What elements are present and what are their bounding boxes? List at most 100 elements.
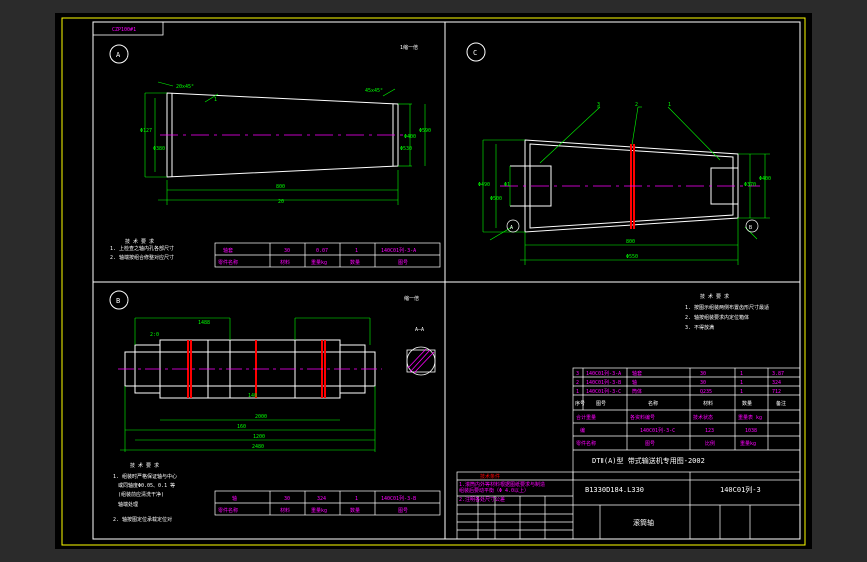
svg-text:材料: 材料	[280, 507, 290, 514]
notes-c-title: 技 术 要 求	[700, 293, 729, 300]
svg-text:Φ370: Φ370	[744, 182, 756, 188]
svg-text:30: 30	[284, 248, 290, 254]
svg-text:轴套: 轴套	[223, 247, 233, 254]
svg-text:2.注明各处尺寸公差: 2.注明各处尺寸公差	[459, 496, 505, 503]
svg-text:20x45°: 20x45°	[176, 84, 194, 90]
svg-text:1: 1	[214, 97, 217, 103]
svg-text:数量: 数量	[350, 259, 360, 266]
svg-text:2480: 2480	[252, 444, 264, 450]
view-b-letter: B	[116, 297, 120, 305]
svg-text:Φ1: Φ1	[504, 182, 510, 188]
svg-text:名称: 名称	[648, 400, 658, 407]
view-a-marker	[109, 44, 129, 64]
svg-text:1038: 1038	[745, 428, 757, 434]
svg-text:1: 1	[355, 496, 358, 502]
svg-text:2. 轴按图定位承载定位对: 2. 轴按图定位承载定位对	[113, 516, 172, 523]
svg-text:1: 1	[576, 389, 579, 395]
svg-text:序号: 序号	[575, 400, 585, 407]
svg-text:1200: 1200	[253, 434, 265, 440]
view-c-letter: C	[473, 49, 477, 57]
svg-text:各资料编号: 各资料编号	[630, 414, 655, 421]
svg-text:123: 123	[705, 428, 714, 434]
svg-text:图号: 图号	[645, 441, 655, 447]
svg-text:140C01列-3-C: 140C01列-3-C	[586, 388, 621, 395]
svg-text:1: 1	[355, 248, 358, 254]
svg-text:1: 1	[740, 380, 743, 386]
svg-text:Φ400: Φ400	[759, 176, 771, 182]
svg-text:3: 3	[597, 102, 600, 108]
svg-text:B: B	[749, 225, 752, 231]
svg-text:技术条件: 技术条件	[480, 473, 500, 480]
inner-frame	[92, 21, 801, 540]
svg-text:轴端处理: 轴端处理	[118, 501, 138, 508]
svg-text:Q235: Q235	[700, 389, 712, 395]
svg-text:45x45°: 45x45°	[365, 88, 383, 94]
svg-text:3. 不得放满: 3. 不得放满	[685, 324, 714, 331]
svg-text:轴套: 轴套	[632, 370, 642, 377]
svg-text:数量: 数量	[742, 400, 752, 407]
svg-text:3.87: 3.87	[772, 371, 784, 377]
svg-text:重量kg: 重量kg	[740, 440, 756, 447]
main-title: DTⅡ(A)型 带式输送机专用图-2002	[592, 456, 705, 465]
drawing-number: 140C01列-3	[720, 485, 761, 494]
svg-text:Φ380: Φ380	[153, 146, 165, 152]
svg-text:零件名称: 零件名称	[218, 507, 238, 514]
svg-text:技术状态: 技术状态	[693, 414, 713, 421]
svg-text:图号: 图号	[398, 260, 408, 266]
svg-text:2. 轴端按组合修整对应尺寸: 2. 轴端按组合修整对应尺寸	[110, 254, 174, 261]
svg-text:Φ590: Φ590	[419, 128, 431, 134]
svg-text:30: 30	[284, 496, 290, 502]
outer-frame	[61, 17, 806, 546]
svg-text:324: 324	[317, 496, 326, 502]
svg-text:Φ500: Φ500	[490, 196, 502, 202]
view-b-scale: 缩一倍	[404, 295, 419, 302]
svg-text:重量表 kg: 重量表 kg	[738, 414, 762, 421]
svg-text:140C01列-3-A: 140C01列-3-A	[381, 247, 416, 254]
dims-b	[120, 317, 376, 452]
svg-text:3: 3	[576, 371, 579, 377]
dims-c	[482, 106, 770, 265]
svg-text:Φ550: Φ550	[626, 254, 638, 260]
svg-text:材料: 材料	[280, 259, 290, 266]
svg-text:712: 712	[772, 389, 781, 395]
svg-text:零件名称: 零件名称	[576, 440, 596, 447]
svg-text:Φ530: Φ530	[400, 146, 412, 152]
part-table-b	[214, 490, 441, 516]
svg-text:Φ127: Φ127	[140, 128, 152, 134]
svg-text:30: 30	[700, 380, 706, 386]
svg-text:0.07: 0.07	[316, 248, 328, 254]
svg-text:零件名称: 零件名称	[218, 259, 238, 266]
dims-a	[144, 81, 426, 205]
section-aa-label: A—A	[415, 327, 424, 333]
svg-text:140: 140	[248, 393, 257, 399]
svg-text:2:0: 2:0	[150, 332, 159, 338]
svg-text:编: 编	[580, 427, 585, 434]
view-c-marker	[466, 42, 486, 62]
section-aa	[406, 346, 436, 376]
svg-text:Φ490: Φ490	[478, 182, 490, 188]
svg-text:800: 800	[626, 239, 635, 245]
title-block	[456, 367, 801, 540]
svg-text:2: 2	[576, 380, 579, 386]
svg-text:图号: 图号	[398, 508, 408, 514]
view-a-scale: 1缩一倍	[400, 44, 418, 51]
notes-a-title: 技 术 要 求	[125, 238, 154, 245]
svg-text:重量kg: 重量kg	[311, 507, 327, 514]
svg-text:图号: 图号	[596, 401, 606, 407]
svg-text:合计重量: 合计重量	[576, 414, 596, 421]
svg-text:轴: 轴	[232, 495, 237, 502]
svg-text:1488: 1488	[198, 320, 210, 326]
svg-text:组装后要动平衡（Φ 4.0以上）: 组装后要动平衡（Φ 4.0以上）	[459, 487, 529, 494]
svg-text:20: 20	[278, 199, 284, 205]
svg-text:比例: 比例	[705, 440, 715, 447]
svg-text:(组装前应清洗干净): (组装前应清洗干净)	[118, 491, 164, 498]
part-name: 滚筒轴	[633, 518, 654, 527]
svg-text:筒体: 筒体	[632, 388, 642, 395]
svg-text:160: 160	[237, 424, 246, 430]
svg-text:800: 800	[276, 184, 285, 190]
drum-red-marks	[630, 144, 635, 229]
svg-text:2000: 2000	[255, 414, 267, 420]
svg-text:140C01列-3-A: 140C01列-3-A	[586, 370, 621, 377]
svg-text:30: 30	[700, 371, 706, 377]
